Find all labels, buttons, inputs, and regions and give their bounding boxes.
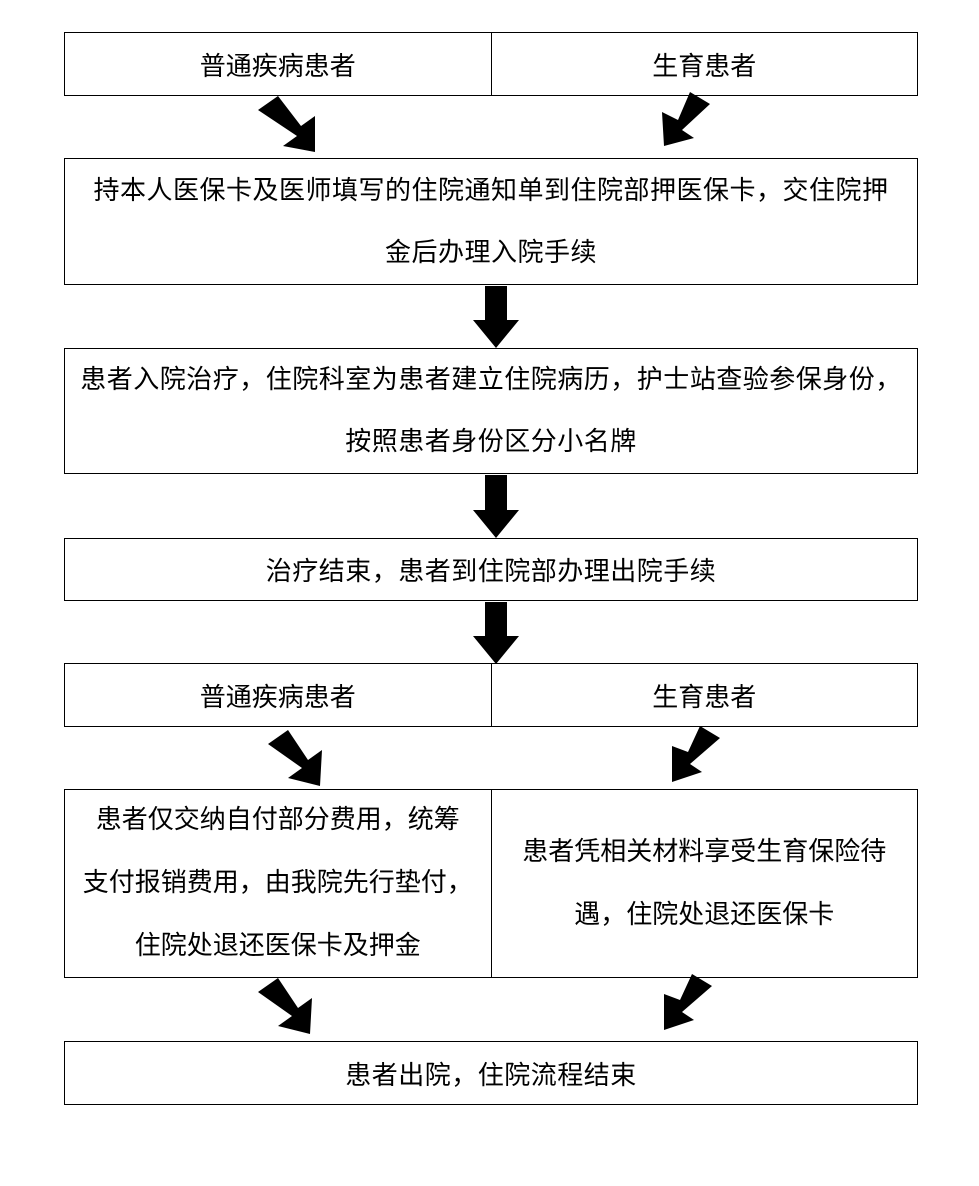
maternity-settlement-line2: 遇，住院处退还医保卡	[574, 899, 835, 930]
settlement-row: 患者仅交纳自付部分费用，统筹 支付报销费用，由我院先行垫付， 住院处退还医保卡及…	[64, 789, 918, 978]
admission-step: 持本人医保卡及医师填写的住院通知单到住院部押医保卡，交住院押 金后办理入院手续	[64, 158, 918, 285]
maternity-patient-label-bottom: 生育患者	[490, 664, 918, 726]
general-settlement-line2: 支付报销费用，由我院先行垫付，	[82, 868, 473, 898]
general-patient-label-top: 普通疾病患者	[199, 51, 356, 82]
patient-type-row-bottom: 普通疾病患者 生育患者	[64, 663, 918, 727]
maternity-settlement-cell: 患者凭相关材料享受生育保险待 遇，住院处退还医保卡	[490, 790, 918, 977]
admission-step-line1: 持本人医保卡及医师填写的住院通知单到住院部押医保卡，交住院押	[93, 175, 889, 206]
general-settlement-line1: 患者仅交纳自付部分费用，统筹	[95, 805, 460, 835]
treatment-step-line2: 按照患者身份区分小名牌	[345, 427, 637, 457]
maternity-patient-label-top: 生育患者	[490, 33, 918, 95]
admission-step-line2: 金后办理入院手续	[384, 237, 597, 268]
maternity-settlement-line1: 患者凭相关材料享受生育保险待	[522, 836, 887, 867]
patient-type-row-top: 普通疾病患者 生育患者	[64, 32, 918, 96]
discharge-complete-step: 患者出院，住院流程结束	[64, 1041, 918, 1105]
general-settlement-cell: 患者仅交纳自付部分费用，统筹 支付报销费用，由我院先行垫付， 住院处退还医保卡及…	[65, 790, 491, 977]
treatment-step-line1: 患者入院治疗，住院科室为患者建立住院病历，护士站查验参保身份，	[80, 365, 902, 395]
discharge-procedure-step: 治疗结束，患者到住院部办理出院手续	[64, 538, 918, 601]
treatment-step: 患者入院治疗，住院科室为患者建立住院病历，护士站查验参保身份， 按照患者身份区分…	[64, 348, 918, 474]
general-patient-label-bottom: 普通疾病患者	[199, 682, 356, 713]
general-settlement-line3: 住院处退还医保卡及押金	[134, 931, 421, 961]
